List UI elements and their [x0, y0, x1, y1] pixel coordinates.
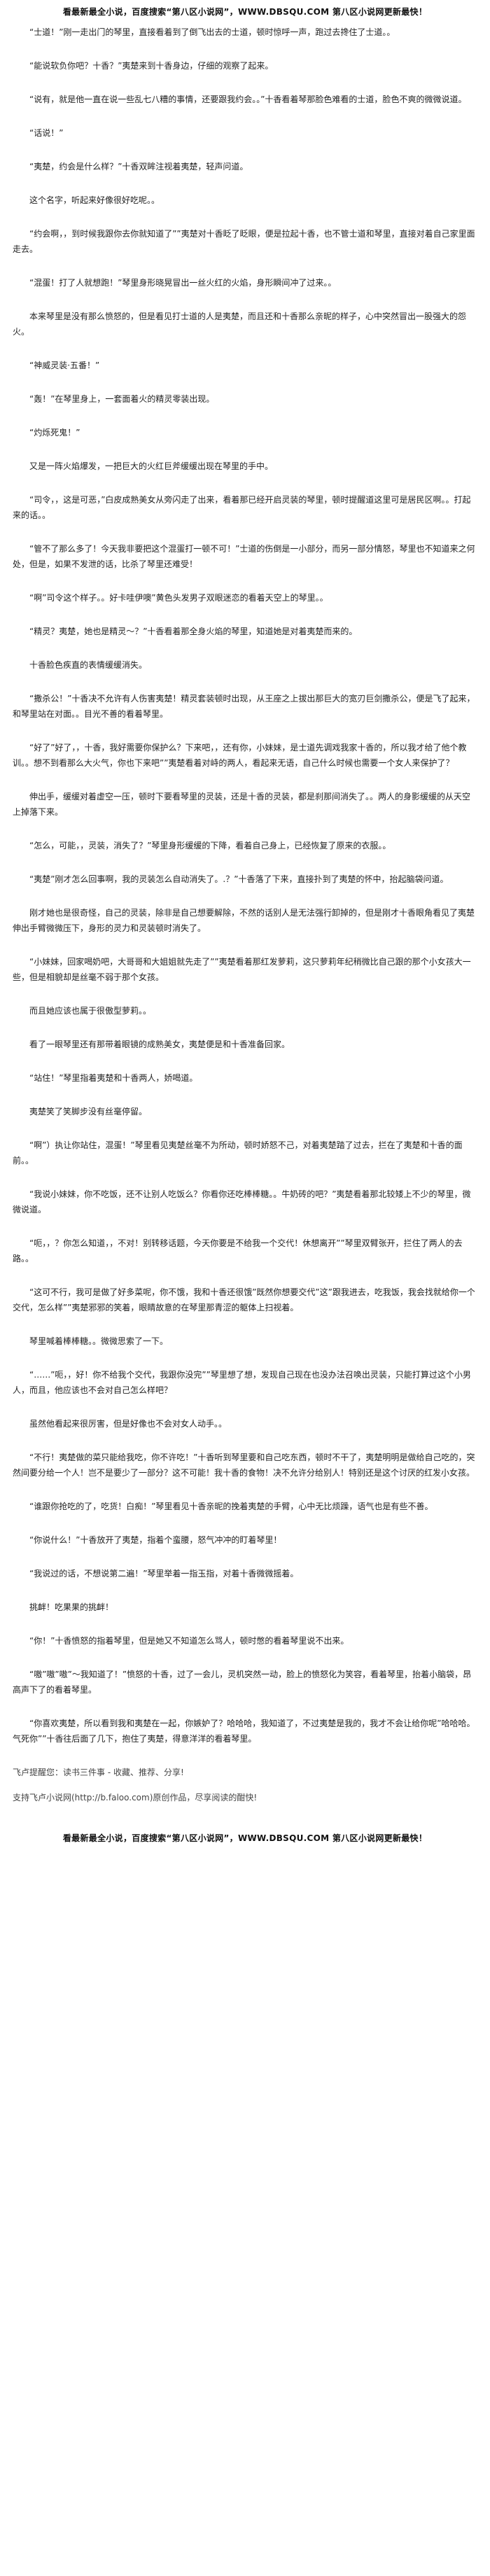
story-paragraph: “约会啊，，到时候我跟你去你就知道了””夷楚对十香眨了眨眼，便是拉起十香，也不管…: [13, 229, 475, 254]
story-paragraph: 又是一阵火焰爆发，一把巨大的火红巨斧缓缓出现在琴里的手中。: [29, 461, 274, 471]
story-paragraph: “怎么，可能，，灵装，消失了？”琴里身形缓缓的下降，看着自己身上，已经恢复了原来…: [29, 841, 391, 850]
story-paragraph: “夷楚，约会是什么样？”十香双眸注视着夷楚，轻声问道。: [29, 162, 248, 172]
story-paragraph: “不行！夷楚做的菜只能给我吃，你不许吃！”十香听到琴里要和自己吃东西，顿时不干了…: [13, 1452, 475, 1478]
story-paragraph: 挑衅！吃果果的挑衅！: [29, 1602, 114, 1612]
story-paragraph: 本来琴里是没有那么愤怒的，但是看见打士道的人是夷楚，而且还和十香那么亲昵的样子，…: [13, 312, 467, 337]
story-paragraph: 刚才她也是很奇怪，自己的灵装，除非是自己想要解除，不然的话别人是无法强行卸掉的，…: [13, 908, 475, 933]
story-paragraph: “精灵？夷楚，她也是精灵～？”十香看着那全身火焰的琴里，知道她是对着夷楚而来的。: [29, 626, 358, 636]
story-paragraph: “嗷”嗷”嗷”～我知道了！”愤怒的十香，过了一会儿，灵机突然一动，脸上的愤怒化为…: [13, 1670, 472, 1695]
story-paragraph: “你说什么！”十香放开了夷楚，指着个蛮腰，怒气冲冲的盯着琴里！: [29, 1535, 282, 1545]
top-banner: 看最新最全小说，百度搜索“第八区小说网”，WWW.DBSQU.COM 第八区小说…: [62, 7, 428, 17]
story-paragraph: “司令，，这是可恶，”白皮成熟美女从旁闪走了出来，看着那已经开启灵装的琴里，顿时…: [13, 495, 471, 520]
reading-tip: 飞卢提醒您：读书三件事 - 收藏、推荐、分享!: [13, 1768, 184, 1777]
story-paragraph: “我说过的话，不想说第二遍！”琴里举着一指玉指，对着十香微微摇着。: [29, 1569, 299, 1578]
story-paragraph: “话说！”: [29, 128, 64, 138]
chapter-body: “士道！”刚一走出门的琴里，直接看着到了倒飞出去的士道，顿时惊呼一声，跑过去搀住…: [0, 24, 490, 1805]
story-paragraph: “小妹妹，回家喝奶吧，大哥哥和大姐姐就先走了””夷楚看着那红发萝莉，这只萝莉年纪…: [13, 957, 471, 982]
story-paragraph: “撒杀公！”十香决不允许有人伤害夷楚！精灵套装顿时出现，从王座之上拔出那巨大的宽…: [13, 694, 475, 719]
story-paragraph: “我说小妹妹，你不吃饭，还不让别人吃饭么？你看你还吃棒棒糖。。牛奶砖的吧？”夷楚…: [13, 1189, 471, 1214]
story-paragraph: “……”呃，，好！你不给我个交代，我跟你没完””琴里想了想，发现自己现在也没办法…: [13, 1370, 471, 1395]
story-paragraph: 伸出手，缓缓对着虚空一压，顿时下要看琴里的灵装，还是十香的灵装，都是刹那间消失了…: [13, 792, 471, 817]
story-paragraph: 十香脸色疾直的表情缓缓消失。: [29, 660, 148, 670]
story-paragraph: “管不了那么多了！今天我非要把这个混蛋打一顿不可！”士道的伤倒是一小部分，而另一…: [13, 544, 475, 569]
story-paragraph: “呃，，？你怎么知道，，不对！别转移话题，今天你要是不给我一个交代！休想离开””…: [13, 1238, 463, 1264]
story-paragraph: “士道！”刚一走出门的琴里，直接看着到了倒飞出去的士道，顿时惊呼一声，跑过去搀住…: [29, 27, 396, 37]
support-line: 支持飞卢小说网(http://b.faloo.com)原创作品，尽享阅读的酣快!: [13, 1793, 258, 1802]
story-paragraph: “说有，就是他一直在说一些乱七八糟的事情，还要跟我约会。。”十香看着琴那脸色难看…: [29, 94, 467, 104]
story-paragraph: “啊”）执让你站住，混蛋！”琴里看见夷楚丝毫不为所动，顿时娇怒不己，对着夷楚踏了…: [13, 1140, 463, 1166]
story-paragraph: 虽然他看起来很厉害，但是好像也不会对女人动手。。: [29, 1419, 227, 1429]
story-paragraph: “这可不行，我可是做了好多菜呢，你不饿，我和十香还很饿”既然你想要交代”这”跟我…: [13, 1287, 475, 1312]
story-paragraph: “站住！”琴里指着夷楚和十香两人，娇喝道。: [29, 1073, 198, 1083]
story-paragraph: 而且她应该也属于很傲型萝莉。。: [29, 1006, 152, 1016]
story-paragraph: “啊”司令这个样子。。好卡哇伊噢”黄色头发男子双眼迷恋的看着天空上的琴里。。: [29, 593, 328, 603]
story-paragraph: 夷楚笑了笑脚步没有丝毫停留。: [29, 1107, 148, 1116]
story-paragraph: “好了”好了，，十香，我好需要你保护么？下来吧，，还有你，小妹妹，是士道先调戏我…: [13, 743, 467, 768]
story-paragraph: “夷楚”刚才怎么回事啊，我的灵装怎么自动消失了。.？”十香落了下来，直接扑到了夷…: [29, 874, 449, 884]
story-paragraph: “神威灵装·五番！”: [29, 360, 100, 370]
story-paragraph: “混蛋！打了人就想跑！”琴里身形晓晃冒出一丝火红的火焰，身形瞬间冲了过来。。: [29, 278, 337, 288]
story-paragraph: “轰！”在琴里身上，一套面着火的精灵零装出现。: [29, 394, 215, 404]
story-paragraph: “你！”十香愤怒的指着琴里，但是她又不知道怎么骂人，顿时憋的看着琴里说不出来。: [29, 1636, 349, 1646]
story-paragraph: 这个名字，听起来好像很好吃呢。。: [29, 195, 160, 205]
story-paragraph: 看了一眼琴里还有那带着眼镜的成熟美女，夷楚便是和十香准备回家。: [29, 1040, 290, 1049]
story-paragraph: 琴里喊着棒棒糖。。微微思索了一下。: [29, 1336, 169, 1346]
story-paragraph: “灼烁死鬼！”: [29, 428, 80, 438]
story-paragraph: “谁跟你抢吃的了，吃货！白痴！”琴里看见十香亲昵的挽着夷楚的手臂，心中无比烦躁，…: [29, 1502, 433, 1511]
story-paragraph: “你喜欢夷楚，所以看到我和夷楚在一起，你嫉妒了？哈哈哈，我知道了，不过夷楚是我的…: [13, 1718, 475, 1744]
bottom-banner: 看最新最全小说，百度搜索“第八区小说网”，WWW.DBSQU.COM 第八区小说…: [62, 1833, 428, 1843]
story-paragraph: “能说软负你吧？十香？”夷楚来到十香身边，仔细的观察了起来。: [29, 61, 274, 71]
